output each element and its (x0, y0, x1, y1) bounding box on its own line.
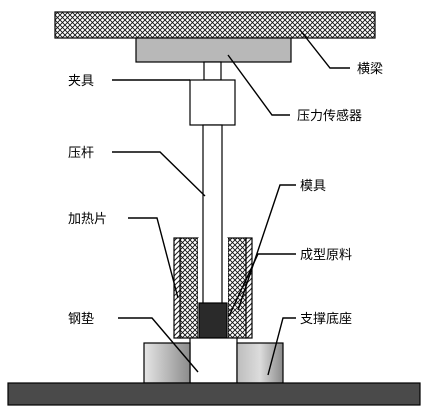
support-base-label: 支撑底座 (300, 311, 352, 327)
force-sensor-shape (135, 37, 292, 63)
molding-material-label: 成型原料 (300, 248, 352, 263)
crossbeam-shape (54, 11, 376, 39)
press-rod-label: 压杆 (68, 146, 94, 161)
crossbeam-label: 横梁 (357, 62, 383, 77)
support-base-right (236, 342, 284, 384)
heater-leader (128, 217, 179, 299)
upper-rod-shape (203, 61, 222, 81)
mold-wall-left (179, 237, 199, 339)
molding-material-leader (228, 253, 296, 317)
steel-pad-shape (189, 337, 238, 384)
floor-plate (7, 382, 421, 406)
support-base-leader (267, 317, 296, 376)
heater-plate-left (173, 237, 181, 339)
support-base-left (143, 342, 191, 384)
heater-label: 加热片 (68, 212, 107, 227)
force-sensor-label: 压力传感器 (297, 108, 362, 124)
clamp-shape (189, 79, 236, 126)
clamp-label: 夹具 (68, 74, 94, 89)
molding-material-shape (198, 302, 228, 339)
mold-wall-right (227, 237, 247, 339)
steel-pad-label: 钢垫 (68, 311, 94, 327)
mold-label: 模具 (300, 179, 326, 194)
steel-pad-leader (118, 317, 199, 373)
force-sensor-leader (227, 54, 290, 116)
press-rod-leader (112, 151, 206, 197)
heater-plate-right (245, 237, 253, 339)
crossbeam-leader (299, 29, 350, 69)
